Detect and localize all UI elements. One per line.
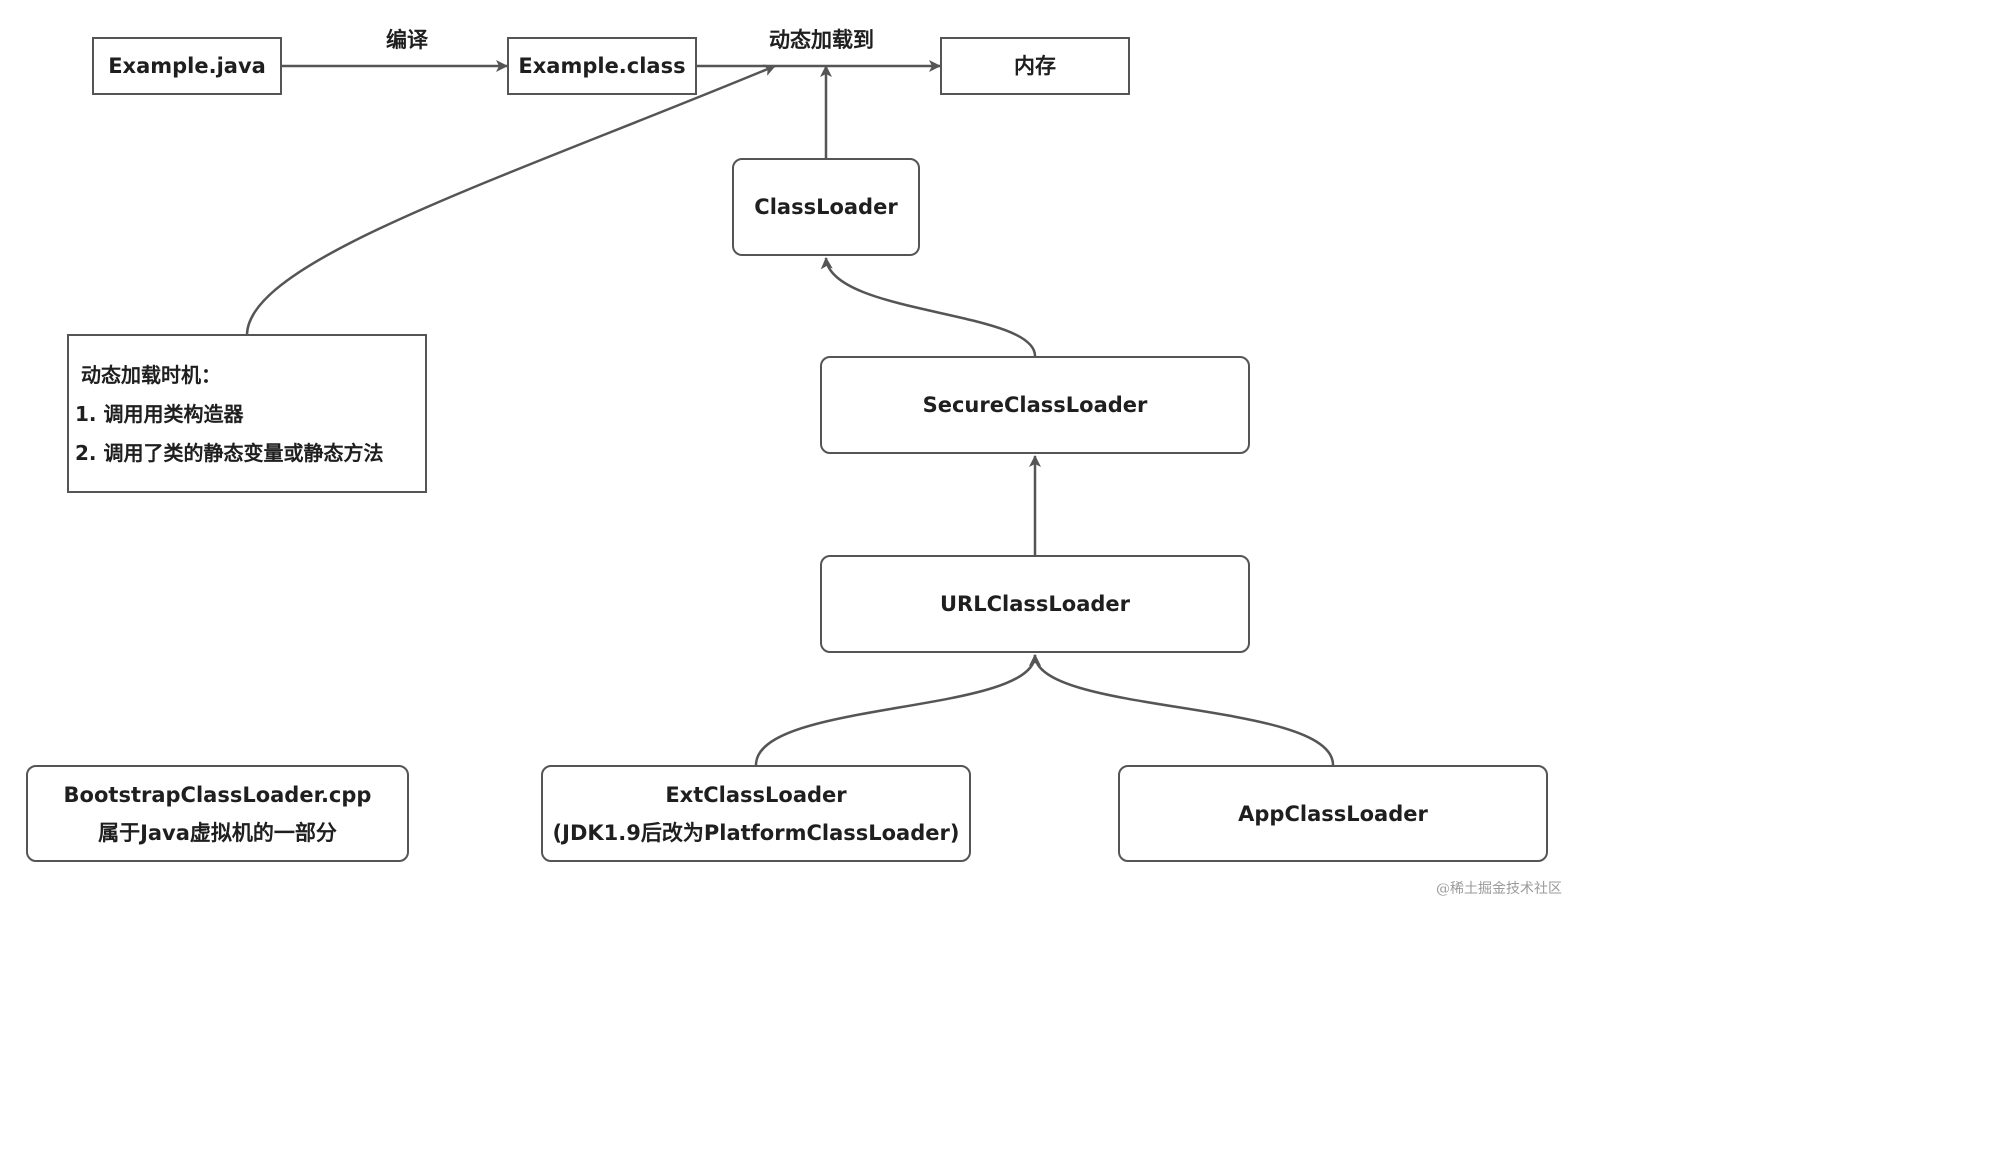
compile-label: 编译 <box>386 28 428 52</box>
secure-classloader-node: SecureClassLoader <box>820 356 1250 454</box>
note-to-load-arrow <box>245 64 776 335</box>
bootstrap-label-line1: BootstrapClassLoader.cpp <box>63 782 372 807</box>
ext-to-url-arrow <box>754 654 1041 766</box>
watermark: @稀土掘金技术社区 <box>1436 881 1562 897</box>
connector-layer <box>245 60 1335 766</box>
ext-classloader-node: ExtClassLoader (JDK1.9后改为PlatformClassLo… <box>541 765 971 862</box>
app-to-url-arrow <box>1029 654 1335 766</box>
secure-classloader-label: SecureClassLoader <box>922 393 1148 417</box>
example-class-label: Example.class <box>518 54 686 78</box>
bootstrap-label-line2: 属于Java虚拟机的一部分 <box>98 820 337 845</box>
url-classloader-label: URLClassLoader <box>940 592 1130 616</box>
example-java-label: Example.java <box>108 54 266 78</box>
classloader-label: ClassLoader <box>754 195 898 219</box>
bootstrap-classloader-node: BootstrapClassLoader.cpp 属于Java虚拟机的一部分 <box>26 765 409 862</box>
app-classloader-node: AppClassLoader <box>1118 765 1548 862</box>
note-item-1: 1. 调用用类构造器 <box>75 402 244 426</box>
example-class-node: Example.class <box>507 37 697 95</box>
memory-label: 内存 <box>1014 54 1056 78</box>
example-java-node: Example.java <box>92 37 282 95</box>
memory-node: 内存 <box>940 37 1130 95</box>
url-classloader-node: URLClassLoader <box>820 555 1250 653</box>
dynamic-load-label: 动态加载到 <box>769 28 874 52</box>
note-title: 动态加载时机： <box>81 363 221 387</box>
ext-label-line1: ExtClassLoader <box>665 782 847 807</box>
load-timing-note: 动态加载时机： 1. 调用用类构造器 2. 调用了类的静态变量或静态方法 <box>67 334 427 493</box>
app-classloader-label: AppClassLoader <box>1238 801 1428 826</box>
classloader-node: ClassLoader <box>732 158 920 256</box>
ext-label-line2: (JDK1.9后改为PlatformClassLoader) <box>552 820 960 845</box>
note-item-2: 2. 调用了类的静态变量或静态方法 <box>75 441 384 465</box>
secure-to-classloader-arrow <box>820 257 1037 357</box>
